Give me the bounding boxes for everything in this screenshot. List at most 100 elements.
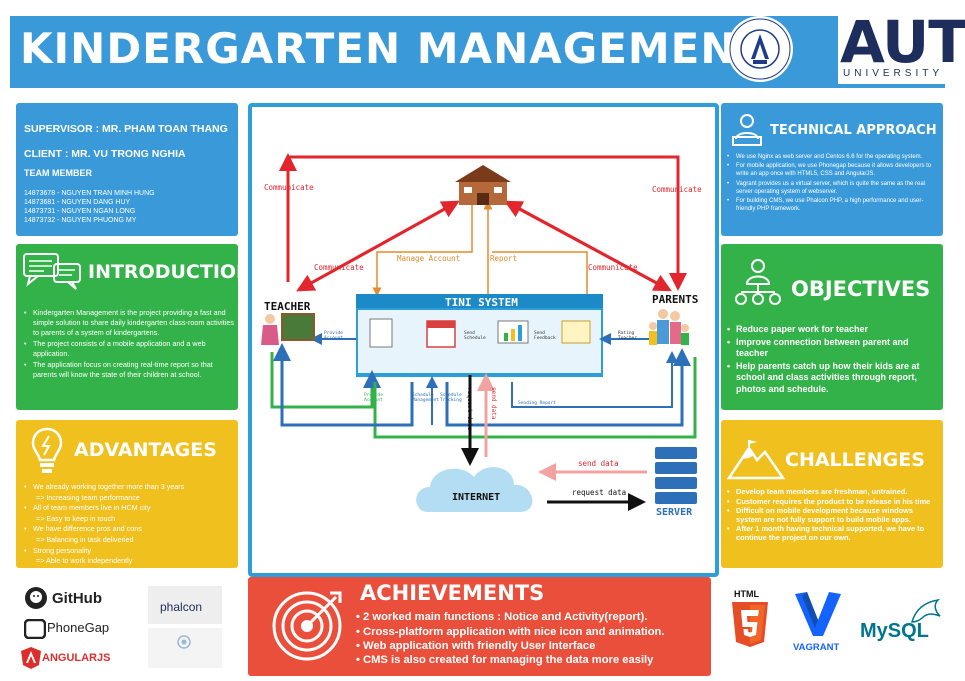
technical-bullet: We use Nginx as web server and Centos 6.…	[727, 153, 939, 161]
html5-shield-icon	[732, 602, 768, 647]
hcmus-logo-icon	[727, 16, 793, 82]
phalcon-logo: phalcon	[160, 600, 203, 614]
communicate-label: Communicate	[588, 263, 638, 272]
achievement-text: Cross-platform application with nice ico…	[363, 626, 665, 638]
send-feedback-label: Send Feedback	[534, 331, 556, 341]
team-member-item: 14873732 - NGUYEN PHUONG MY	[24, 217, 137, 224]
aut-logo-subtext: UNIVERSITY	[843, 68, 944, 79]
phalcon-logo-box	[148, 586, 222, 624]
achievement-text: Web application with friendly User Inter…	[363, 640, 596, 652]
introduction-heading: INTRODUCTION	[88, 261, 252, 283]
technical-bullet: For mobile application, we use Phonegap …	[727, 162, 939, 178]
advantage-sub: => Balancing in task deliveried	[36, 534, 134, 544]
target-icon	[272, 591, 342, 661]
rating-teacher-label: Rating Teacher	[618, 331, 637, 341]
mysql-logo: MySQL	[860, 620, 929, 642]
github-octocat-icon	[25, 587, 47, 609]
advantage-sub: => Increasing team performance	[36, 492, 140, 502]
network-user-icon	[735, 259, 781, 305]
advantages-panel: ADVANTAGES We already working together m…	[16, 420, 238, 568]
introduction-bullet: Kindergarten Management is the project p…	[24, 308, 234, 338]
request-data-label: request data	[466, 387, 473, 431]
chat-bubbles-icon	[23, 253, 81, 290]
vagrant-logo: VAGRANT	[793, 642, 840, 653]
schedule-tracking-label: Schedule Tracking	[440, 393, 462, 403]
html-label: HTML	[734, 589, 759, 599]
advantage-item: We have difference pros and cons	[24, 524, 234, 534]
technical-bullet: For building CMS, we use Phalcon PHP, a …	[727, 197, 939, 213]
diagram-arrows	[261, 153, 697, 512]
page-title: KINDERGARTEN MANAGEMENT	[20, 24, 767, 73]
developer-icon	[732, 114, 762, 146]
objective-bullet: Improve connection between parent and te…	[727, 337, 939, 360]
manage-account-label: Manage Account	[397, 254, 461, 263]
achievements-panel: ACHIEVEMENTS • 2 worked main functions :…	[248, 577, 711, 676]
team-member-item: 14873678 - NGUYEN TRAN MINH HUNG	[24, 190, 155, 197]
sending-report-label: Sending Report	[518, 401, 556, 406]
github-logo: GitHub	[52, 590, 102, 607]
system-diagram: Communicate Communicate Communicate Comm…	[248, 103, 719, 577]
mysql-dolphin-icon	[911, 598, 941, 623]
provide-account-label: Provide Account	[364, 393, 383, 403]
achievement-item: • Web application with friendly User Int…	[356, 640, 596, 652]
technical-bullet: Vagrant provides us a virtual server, wh…	[727, 180, 939, 196]
ionic-icon	[177, 635, 191, 649]
send-schedule-label: Send Schedule	[464, 331, 486, 341]
send-data-label: send data	[578, 459, 619, 468]
provide-account-label: Provide Account	[324, 331, 343, 341]
achievement-item: • CMS is also created for managing the d…	[356, 654, 654, 666]
communicate-label: Communicate	[652, 185, 702, 194]
system-title: TINI SYSTEM	[445, 296, 518, 309]
phonegap-icon	[24, 619, 46, 639]
challenge-bullet: Difficult on mobile development because …	[727, 506, 939, 524]
achievement-item: • Cross-platform application with nice i…	[356, 626, 665, 638]
mountain-icon	[727, 440, 785, 480]
teacher-label: TEACHER	[264, 300, 311, 313]
achievement-text: CMS is also created for managing the dat…	[363, 654, 654, 666]
supervisor-label: SUPERVISOR : MR. PHAM TOAN THANG	[24, 123, 228, 135]
send-data-label: send data	[490, 387, 497, 420]
objective-bullet: Reduce paper work for teacher	[727, 324, 939, 336]
aut-logo	[838, 14, 946, 84]
objectives-panel: OBJECTIVES Reduce paper work for teacher…	[721, 244, 943, 410]
introduction-bullet: The application focus on creating real-t…	[24, 360, 234, 380]
advantage-sub: => Able to work independently	[36, 556, 133, 566]
achievement-text: 2 worked main functions : Notice and Act…	[363, 611, 648, 623]
objective-bullet: Help parents catch up how their kids are…	[727, 361, 939, 396]
schedule-management-label: Schedule Management	[412, 393, 440, 403]
achievements-heading: ACHIEVEMENTS	[360, 581, 545, 605]
challenges-heading: CHALLENGES	[785, 449, 925, 471]
angular-logo: ANGULARJS	[42, 652, 111, 664]
client-label: CLIENT : MR. VU TRONG NGHIA	[24, 148, 186, 160]
request-data-label: request data	[572, 488, 627, 497]
advantage-item: All of team members live in HCM city	[24, 503, 234, 513]
advantage-sub: => Easy to keep in touch	[36, 513, 116, 523]
communicate-label: Communicate	[264, 183, 314, 192]
team-member-heading: TEAM MEMBER	[24, 168, 92, 178]
angular-shield-icon	[21, 647, 41, 669]
advantages-heading: ADVANTAGES	[74, 439, 217, 461]
aut-logo-text: AUT	[840, 8, 965, 76]
challenge-bullet: Develop team members are freshman, untra…	[727, 487, 939, 497]
communicate-label: Communicate	[314, 263, 364, 272]
team-member-item: 14873731 - NGUYEN NGAN LONG	[24, 208, 136, 215]
parents-label: PARENTS	[652, 293, 699, 306]
introduction-panel: INTRODUCTION Kindergarten Management is …	[16, 244, 252, 410]
team-panel: SUPERVISOR : MR. PHAM TOAN THANG CLIENT …	[16, 103, 238, 236]
advantage-item: We already working together more than 3 …	[24, 482, 234, 492]
objectives-heading: OBJECTIVES	[791, 277, 931, 301]
challenge-bullet: After 1 month having technical supported…	[727, 525, 939, 542]
team-member-item: 14873681 - NGUYEN DANG HUY	[24, 199, 131, 206]
technical-approach-heading: TECHNICAL APPROACH	[770, 123, 937, 138]
internet-label: INTERNET	[452, 492, 501, 503]
report-label: Report	[490, 254, 518, 263]
achievement-item: • 2 worked main functions : Notice and A…	[356, 611, 648, 623]
challenge-bullet: Customer requires the product to be rele…	[727, 497, 939, 507]
lightbulb-icon	[31, 427, 63, 473]
introduction-bullet: The project consists of a mobile applica…	[24, 339, 234, 359]
challenges-panel: CHALLENGES Develop team members are fres…	[721, 420, 943, 568]
server-label: SERVER	[656, 507, 693, 518]
advantage-item: Strong personality	[24, 546, 234, 556]
phonegap-logo: PhoneGap	[47, 620, 110, 635]
vagrant-v-icon	[795, 592, 841, 636]
